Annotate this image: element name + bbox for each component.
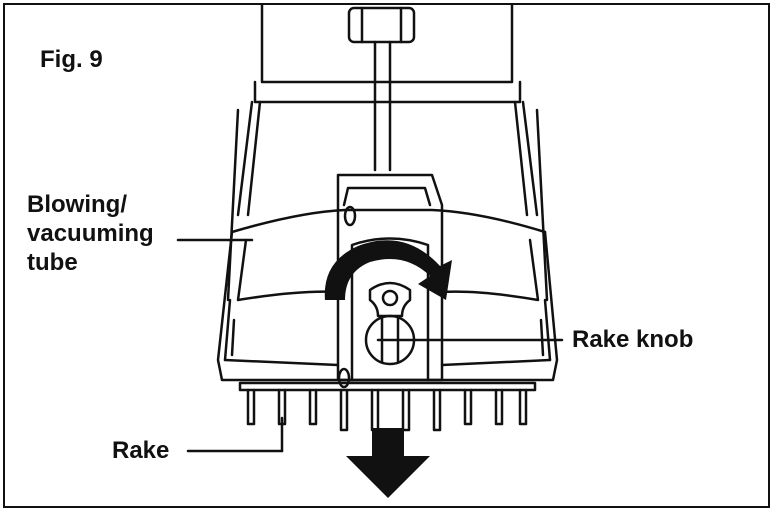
tube-callout-line-1: Blowing/ xyxy=(27,191,127,218)
figure-title: Fig. 9 xyxy=(40,46,103,73)
rotation-arrow xyxy=(324,240,452,300)
figure-frame xyxy=(3,3,770,508)
rake-knob-callout: Rake knob xyxy=(572,326,694,353)
rake-callout: Rake xyxy=(112,437,170,464)
rake-tines xyxy=(238,381,537,432)
tube-callout-line-3: tube xyxy=(27,249,78,276)
tube-callout-line-2: vacuuming xyxy=(27,220,154,247)
down-arrow xyxy=(346,428,430,498)
leader-lines xyxy=(176,238,564,453)
upper-housing xyxy=(226,3,549,302)
shaft xyxy=(347,6,416,172)
rake-housing xyxy=(336,173,444,389)
tube-shell xyxy=(216,208,559,382)
tube-callout: Blowing/ vacuuming tube xyxy=(27,190,154,277)
